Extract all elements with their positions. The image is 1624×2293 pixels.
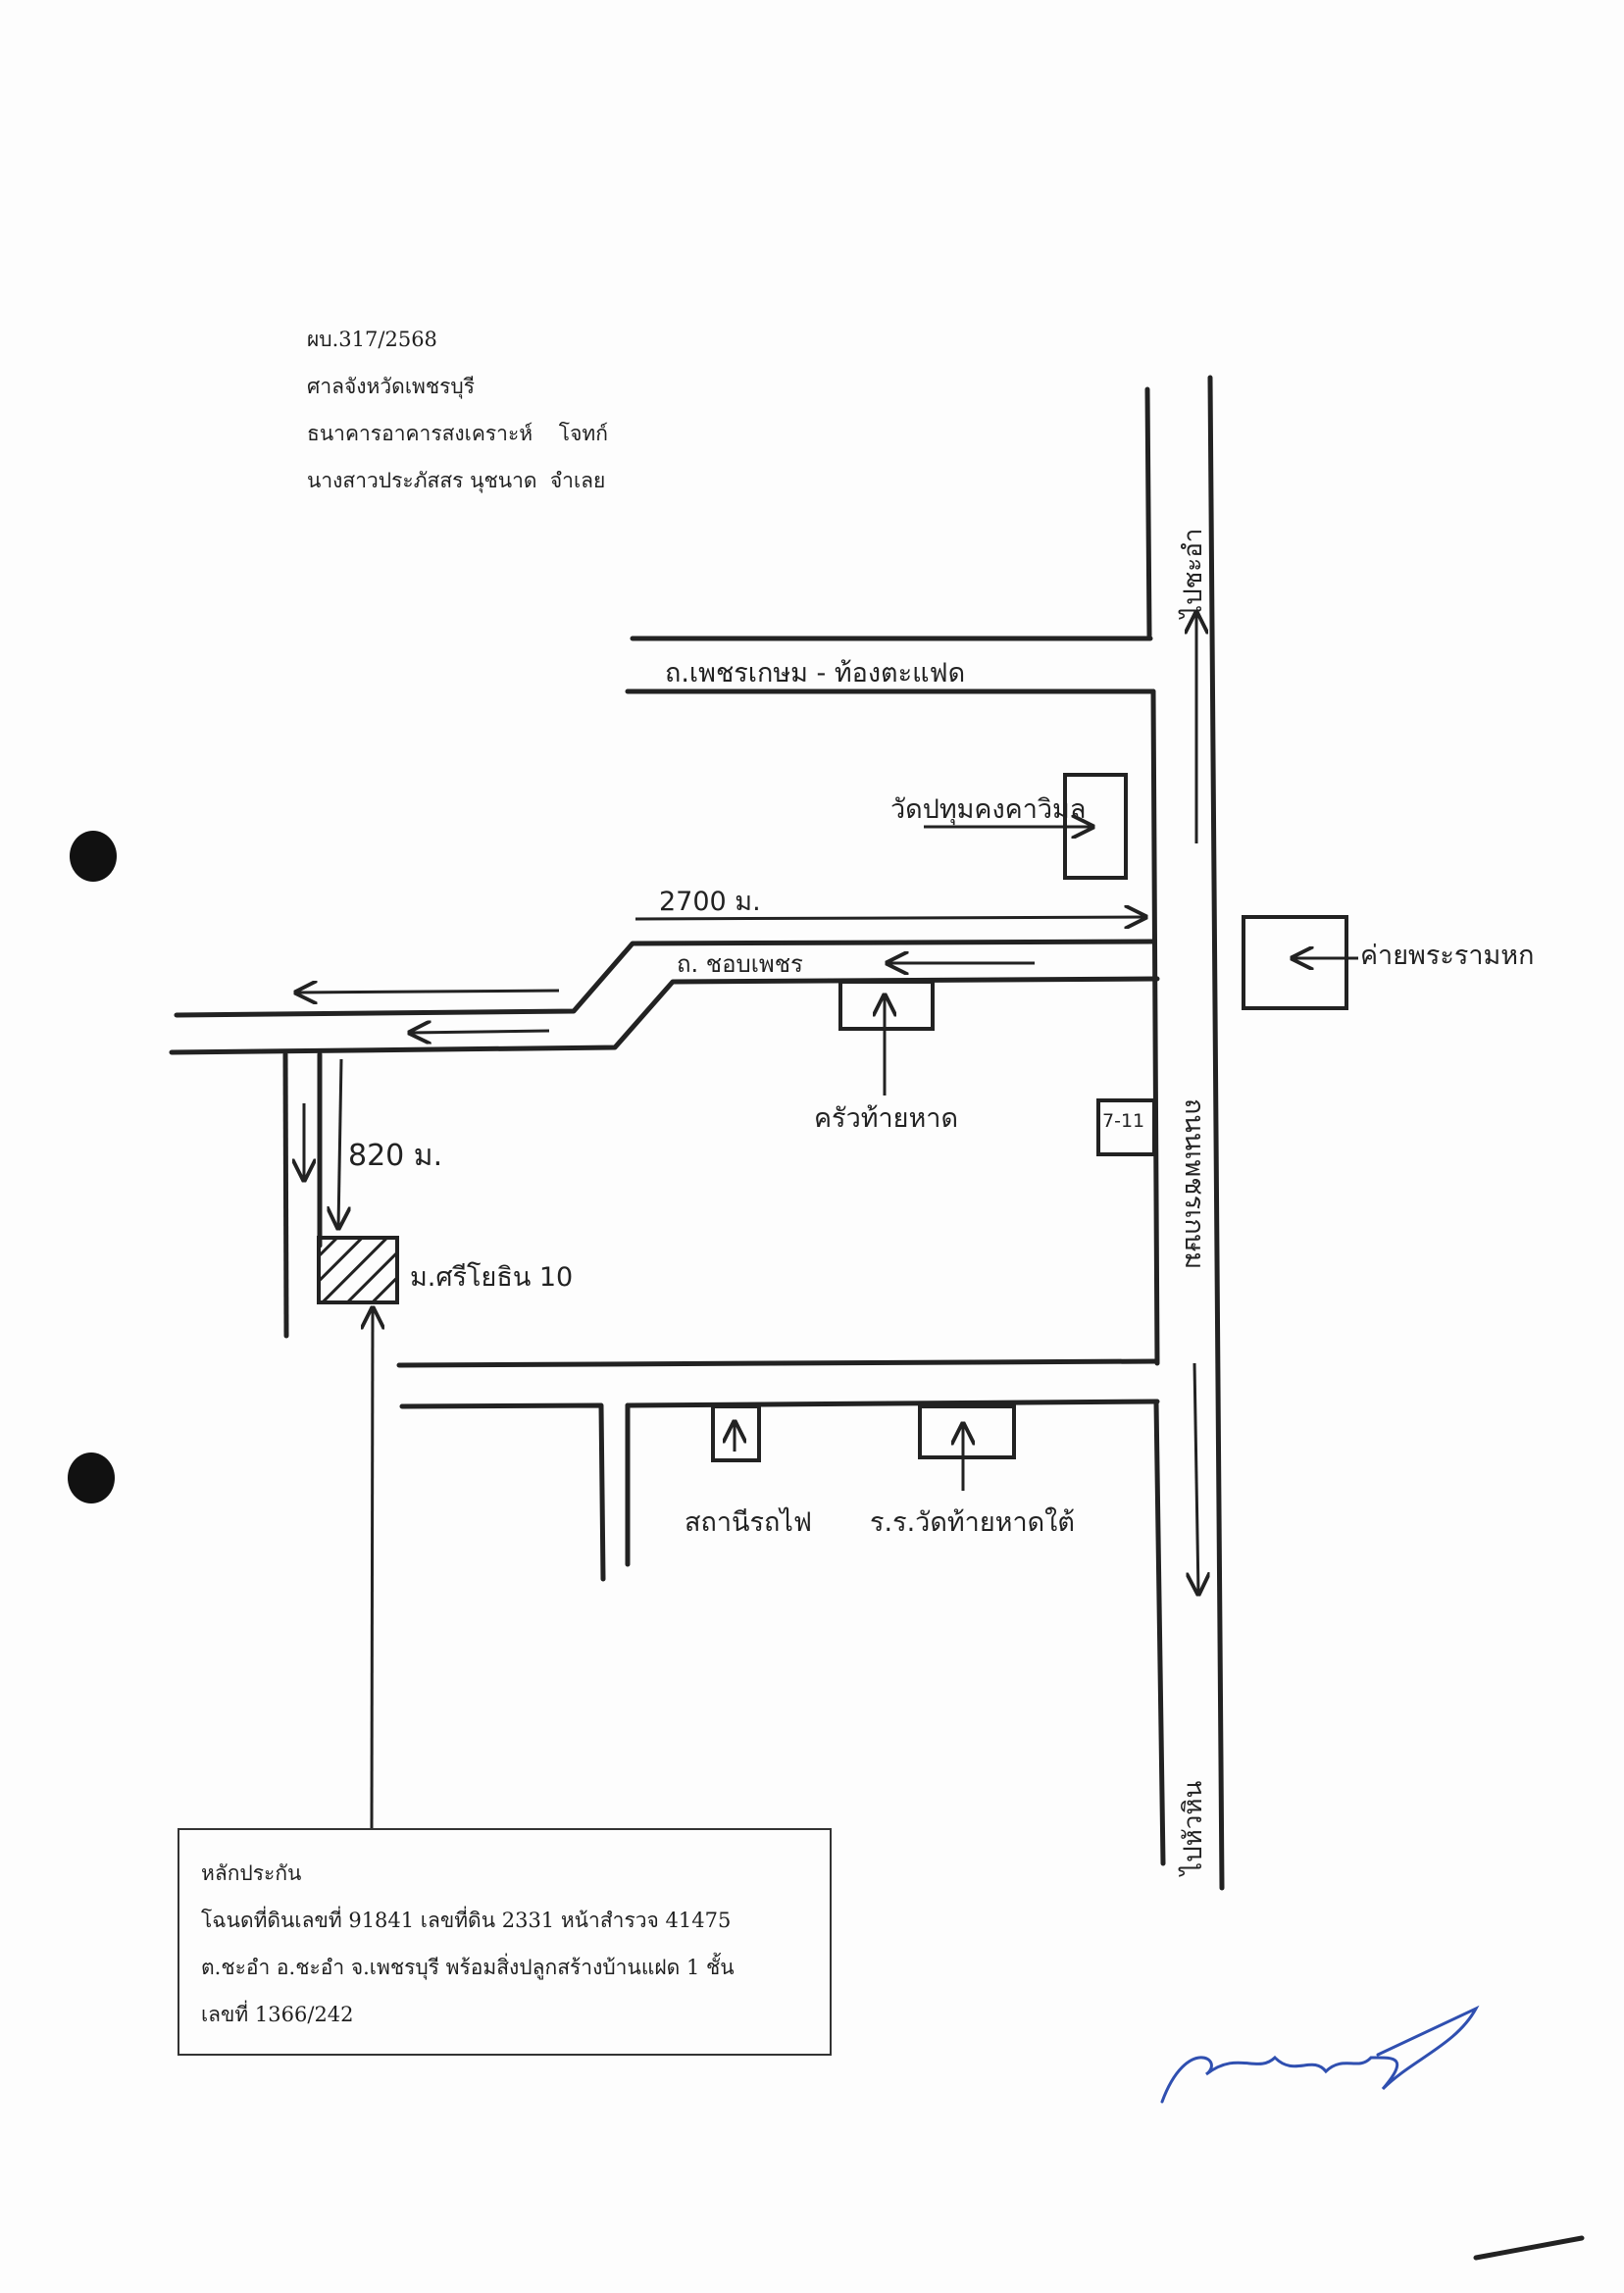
mid-road-north-edge [174,939,1155,1018]
arrow-distance-main [634,917,1145,919]
school-label: ร.ร.วัดท้ายหาดใต้ [870,1507,1075,1538]
village-label: ม.ศรีโยธิน 10 [410,1262,574,1293]
mid-road-label: ถ. ชอบเพชร [677,950,803,978]
station-label: สถานีรถไฟ [685,1507,812,1538]
arrow-distance-soi [338,1058,341,1228]
school-box [918,1404,1016,1459]
station-box [711,1404,761,1462]
arrow-west-lower [410,1031,550,1033]
highway-west-edge [1144,386,1152,638]
arrow-south [1194,1362,1198,1594]
store-box [1096,1098,1156,1156]
defendant-line: นางสาวประภัสสร นุชนาด จำเลย [307,469,606,492]
highway-west-edge-south [1153,1400,1166,1866]
case-header: ผบ.317/2568 ศาลจังหวัดเพชรบุรี ธนาคารอาค… [307,316,608,504]
to-south-label: ไปหัวหิน [1179,1780,1208,1875]
arrow-property [372,1308,373,1829]
highway-west-edge-lower [1150,688,1160,1366]
collateral-title: หลักประกัน [201,1861,302,1885]
collateral-line-2: ต.ชะอำ อ.ชะอำ จ.เพชรบุรี พร้อมสิ่งปลูกสร… [201,1956,735,1979]
distance-soi-label: 820 ม. [348,1139,443,1173]
lower-road-north-edge [396,1358,1160,1368]
top-road-label: ถ.เพชรเกษม - ท้องตะแฟด [665,658,966,688]
court-name: ศาลจังหวัดเพชรบุรี [307,375,475,398]
punch-hole-bottom [68,1452,115,1503]
temple-top-label: วัดปทุมคงคาวิมล [890,794,1087,825]
signature-stroke [1160,2005,1480,2104]
arrow-west-upper [296,991,560,993]
page-mark [1473,2235,1585,2261]
lower-road-south-edge [399,1402,606,1582]
case-number: ผบ.317/2568 [307,328,437,351]
highway-label: ถนนเพชรเกษม [1179,1098,1209,1270]
camp-label: ค่ายพระรามหก [1360,941,1535,971]
plaintiff-line: ธนาคารอาคารสงเคราะห์ โจทก์ [307,422,608,445]
distance-main-label: 2700 ม. [659,887,761,917]
market-label: ครัวท้ายหาด [814,1103,958,1134]
market-box [838,980,935,1031]
soi-west-edge [282,1051,289,1339]
camp-box [1242,915,1348,1010]
collateral-box: หลักประกัน โฉนดที่ดินเลขที่ 91841 เลขที่… [178,1828,832,2056]
highway-east-edge [1207,375,1225,1891]
punch-hole-top [70,831,117,882]
to-north-label: ไปชะอำ [1179,528,1208,618]
lower-road-south-edge-east [625,1399,1160,1408]
property-plot [317,1236,399,1304]
collateral-line-1: โฉนดที่ดินเลขที่ 91841 เลขที่ดิน 2331 หน… [201,1909,732,1932]
store-label: 7-11 [1102,1110,1145,1132]
collateral-line-3: เลขที่ 1366/242 [201,2003,354,2026]
